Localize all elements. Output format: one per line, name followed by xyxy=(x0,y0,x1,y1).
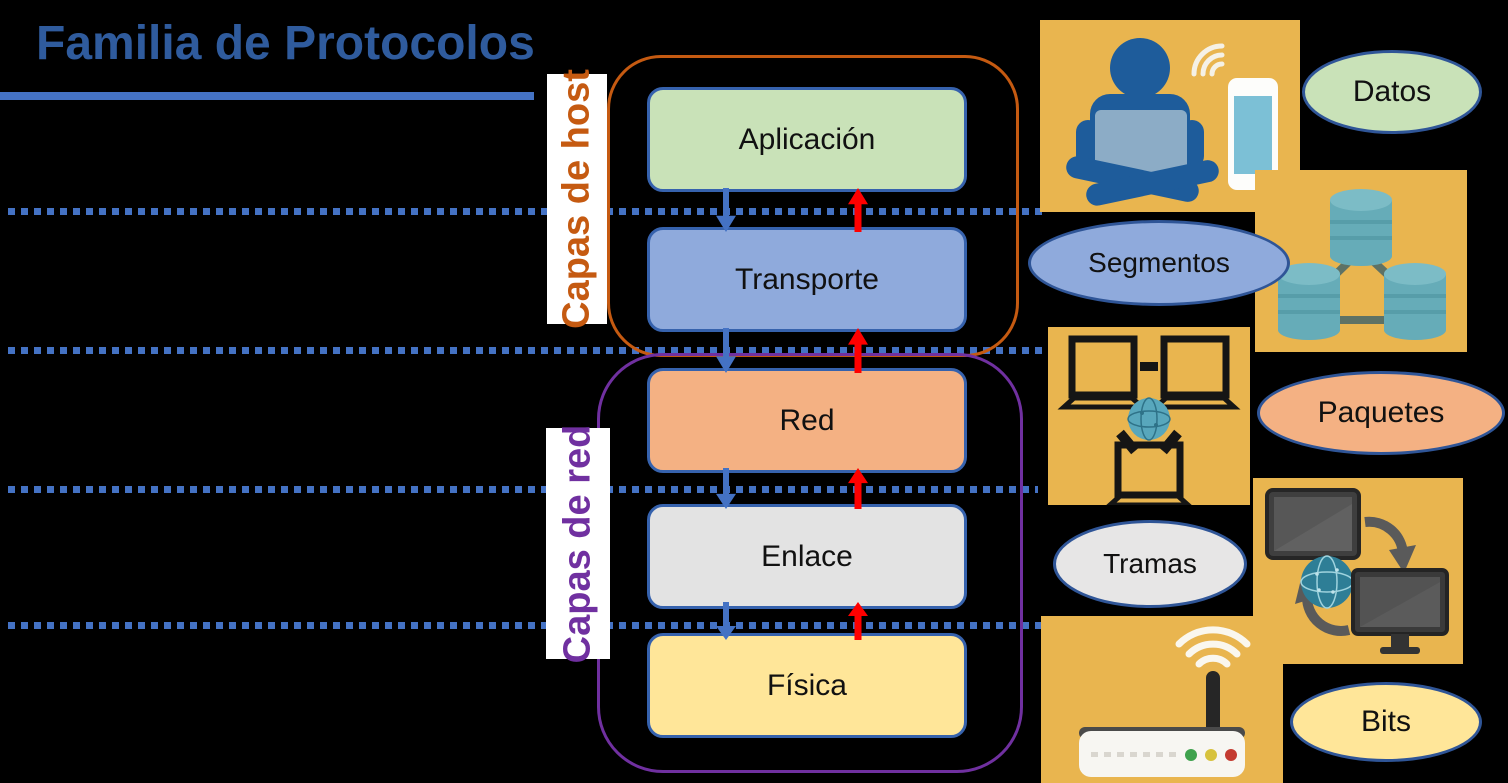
pdu-ellipse-segmentos: Segmentos xyxy=(1028,220,1290,306)
pdu-label: Tramas xyxy=(1103,548,1197,579)
user-devices-icon xyxy=(1040,20,1300,212)
down-arrow-icon xyxy=(716,602,736,640)
networked-computers-image xyxy=(1048,327,1250,505)
data-exchange-icon xyxy=(1253,478,1463,664)
up-arrow-icon xyxy=(848,188,868,232)
down-arrow-icon xyxy=(716,468,736,509)
pdu-ellipse-paquetes: Paquetes xyxy=(1257,371,1505,455)
layer-box-aplicacion: Aplicación xyxy=(647,87,967,192)
network-layers-label-strip: Capas de red xyxy=(546,424,610,663)
networked-computers-icon xyxy=(1048,327,1250,505)
databases-icon xyxy=(1255,170,1467,352)
pdu-label: Segmentos xyxy=(1088,247,1230,278)
pdu-ellipse-datos: Datos xyxy=(1302,50,1482,134)
router-icon xyxy=(1041,616,1283,783)
host-layers-label-strip: Capas de host xyxy=(547,69,607,329)
layer-divider-3 xyxy=(8,486,1038,493)
pdu-label: Paquetes xyxy=(1317,396,1445,429)
layer-box-fisica: Física xyxy=(647,633,967,738)
layer-divider-4 xyxy=(8,622,1072,629)
host-layers-label: Capas de host xyxy=(555,69,598,329)
layer-divider-1 xyxy=(8,208,1042,215)
pdu-ellipse-tramas: Tramas xyxy=(1053,520,1247,608)
layer-box-red: Red xyxy=(647,368,967,473)
layer-box-enlace: Enlace xyxy=(647,504,967,609)
down-arrow-icon xyxy=(716,328,736,373)
up-arrow-icon xyxy=(848,602,868,640)
page-title: Familia de Protocolos xyxy=(36,17,535,70)
pdu-label: Datos xyxy=(1352,75,1432,108)
user-devices-image xyxy=(1040,20,1300,212)
layer-label: Red xyxy=(779,403,835,437)
network-layers-label: Capas de red xyxy=(556,424,599,663)
data-exchange-image xyxy=(1253,478,1463,664)
pdu-label: Bits xyxy=(1360,705,1411,738)
title-underline xyxy=(0,92,534,100)
layer-label: Física xyxy=(766,668,847,702)
layer-label: Aplicación xyxy=(738,122,876,156)
databases-image xyxy=(1255,170,1467,352)
pdu-ellipse-bits: Bits xyxy=(1290,682,1482,762)
down-arrow-icon xyxy=(716,188,736,232)
layer-label: Enlace xyxy=(761,539,853,573)
layer-box-transporte: Transporte xyxy=(647,227,967,332)
up-arrow-icon xyxy=(848,468,868,509)
layer-label: Transporte xyxy=(735,262,879,296)
up-arrow-icon xyxy=(848,328,868,373)
router-image xyxy=(1041,616,1283,783)
layer-divider-2 xyxy=(8,347,1046,354)
